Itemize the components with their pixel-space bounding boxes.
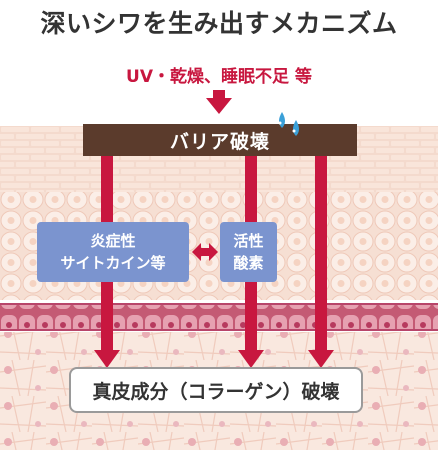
barrier-label: バリア破壊 bbox=[169, 130, 270, 153]
inflammatory-label: 炎症性 サイトカイン等 bbox=[37, 222, 189, 282]
ros-line-1: 活性 bbox=[233, 232, 264, 250]
basal-layer bbox=[0, 304, 438, 330]
collagen-label: 真皮成分（コラーゲン）破壊 bbox=[92, 380, 340, 403]
inflammatory-box bbox=[37, 222, 189, 282]
inflammatory-line-1: 炎症性 bbox=[90, 232, 136, 250]
ros-label: 活性 酸素 bbox=[220, 222, 277, 282]
double-arrow bbox=[192, 243, 218, 261]
diagram-title: 深いシワを生み出すメカニズム bbox=[40, 9, 398, 38]
cause-arrow bbox=[206, 98, 232, 114]
causes-label: UV・乾燥、睡眠不足 等 bbox=[126, 67, 312, 87]
collagen-box bbox=[69, 367, 363, 413]
inflammatory-line-2: サイトカイン等 bbox=[60, 254, 166, 272]
barrier-box bbox=[83, 124, 357, 156]
water-drop-icon bbox=[278, 112, 299, 136]
ros-box bbox=[220, 222, 277, 282]
ros-line-2: 酸素 bbox=[233, 254, 264, 272]
